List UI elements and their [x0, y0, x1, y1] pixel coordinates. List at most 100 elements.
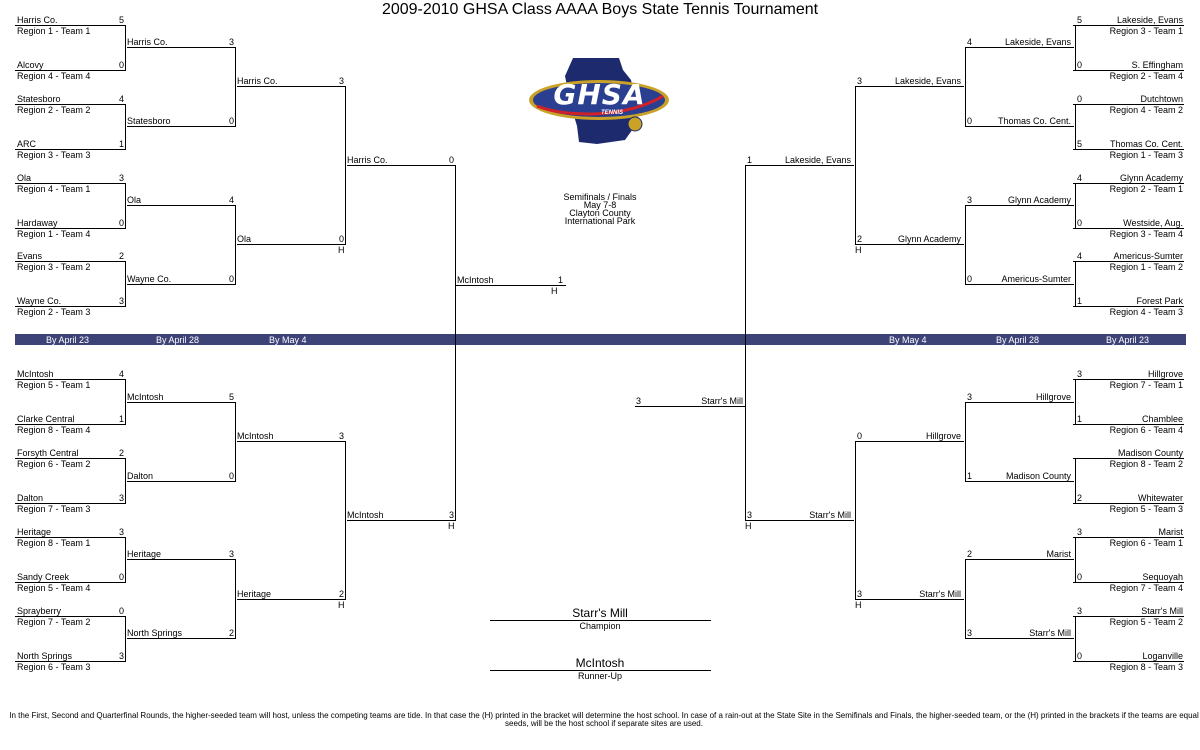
team-line	[1073, 582, 1184, 583]
team-line	[127, 126, 236, 127]
left-top-r1-score: 0	[118, 60, 124, 70]
right-bottom-r1-seed: Region 8 - Team 2	[1109, 459, 1183, 469]
left-top-r2-score: 0	[228, 116, 234, 126]
team-line	[237, 441, 346, 442]
left-top-r1-seed: Region 4 - Team 1	[17, 184, 91, 194]
host-marker: H	[855, 600, 862, 610]
right-bottom-r1-score: 0	[1077, 651, 1083, 661]
team-line	[127, 284, 236, 285]
right-top-r1-seed: Region 3 - Team 4	[1109, 229, 1183, 239]
left-bottom-r2-team: Dalton	[127, 471, 154, 481]
team-line	[965, 47, 1074, 48]
right-top-r1-team: Dutchtown	[1140, 94, 1183, 104]
left-top-r3-score: 3	[338, 76, 344, 86]
champion-name: Starr's Mill	[572, 606, 628, 620]
left-top-r1-seed: Region 4 - Team 4	[17, 71, 91, 81]
left-top-r2-team: Harris Co.	[127, 37, 168, 47]
team-line	[15, 379, 126, 380]
left-bottom-r3-score: 3	[338, 431, 344, 441]
final-line	[635, 406, 746, 407]
left-bottom-r1-seed: Region 5 - Team 1	[17, 380, 91, 390]
host-marker: H	[745, 521, 752, 531]
team-line	[15, 25, 126, 26]
right-bottom-r1-team: Loganville	[1142, 651, 1183, 661]
team-line	[855, 441, 964, 442]
left-top-r1-team: Wayne Co.	[17, 296, 62, 306]
bracket-line	[1075, 183, 1076, 229]
left-top-r1-team: ARC	[17, 139, 37, 149]
left-top-sf-team: Harris Co.	[347, 155, 388, 165]
bracket-line	[965, 402, 966, 482]
footnote: In the First, Second and Quarterfinal Ro…	[9, 711, 1199, 728]
bracket-line	[125, 458, 126, 504]
left-top-r1-team: Statesboro	[17, 94, 61, 104]
left-top-r2-team: Ola	[127, 195, 142, 205]
team-line	[15, 70, 126, 71]
site-line-1: Semifinals / Finals	[563, 192, 637, 202]
right-top-r2-team: Lakeside, Evans	[1004, 37, 1071, 47]
bracket-line	[235, 559, 236, 639]
right-top-r1-team: Americus-Sumter	[1113, 251, 1183, 261]
right-top-r1-score: 0	[1077, 60, 1083, 70]
right-bottom-r2-score: 1	[967, 471, 973, 481]
team-line	[965, 481, 1074, 482]
right-top-r1-seed: Region 1 - Team 3	[1109, 150, 1183, 160]
left-bottom-r1-score: 0	[118, 606, 124, 616]
band-left-r3: By May 4	[269, 334, 307, 345]
left-bottom-r2-team: North Springs	[127, 628, 183, 638]
team-line	[15, 261, 126, 262]
band-left-r1: By April 23	[46, 334, 90, 345]
right-top-r2-team: Thomas Co. Cent.	[997, 116, 1071, 126]
logo-subtext: TENNIS	[600, 110, 623, 116]
logo-text: GHSA	[553, 78, 646, 111]
left-top-r2-score: 3	[228, 37, 234, 47]
right-bottom-r2-score: 3	[967, 628, 973, 638]
left-bottom-r1-score: 3	[118, 651, 124, 661]
right-bottom-r1-team: Madison County	[1117, 448, 1183, 458]
band-left-r2: By April 28	[156, 334, 200, 345]
host-marker: H	[338, 245, 345, 255]
team-line	[1073, 70, 1184, 71]
final-right-team: Starr's Mill	[701, 396, 743, 406]
team-line	[965, 638, 1074, 639]
left-top-r1-team: Evans	[17, 251, 43, 261]
right-top-r2-team: Americus-Sumter	[1001, 274, 1071, 284]
left-bottom-r1-team: Dalton	[17, 493, 44, 503]
left-bottom-r1-team: Clarke Central	[17, 414, 75, 424]
left-top-r1-team: Ola	[17, 173, 32, 183]
left-bottom-r1-seed: Region 5 - Team 4	[17, 583, 91, 593]
team-line	[15, 582, 126, 583]
team-line	[1073, 228, 1184, 229]
left-bottom-r1-team: Forsyth Central	[17, 448, 79, 458]
bracket-line	[1075, 537, 1076, 583]
right-bottom-r2-team: Madison County	[1005, 471, 1071, 481]
right-bottom-sf-score: 3	[747, 510, 753, 520]
right-top-r1-score: 1	[1077, 296, 1083, 306]
right-top-sf-score: 1	[747, 155, 753, 165]
right-bottom-r1-seed: Region 5 - Team 3	[1109, 504, 1183, 514]
left-top-r1-seed: Region 2 - Team 3	[17, 307, 91, 317]
left-bottom-r1-score: 4	[118, 369, 124, 379]
right-top-r2-score: 3	[967, 195, 973, 205]
bracket-line	[855, 441, 856, 600]
bracket-line	[235, 205, 236, 285]
team-line	[855, 244, 964, 245]
host-marker: H	[551, 286, 558, 296]
team-line	[127, 402, 236, 403]
team-line	[855, 86, 964, 87]
left-top-r1-seed: Region 1 - Team 1	[17, 26, 91, 36]
right-top-r1-score: 0	[1077, 218, 1083, 228]
left-top-r1-seed: Region 1 - Team 4	[17, 229, 91, 239]
right-top-sf-team: Lakeside, Evans	[784, 155, 851, 165]
bracket-line	[345, 86, 346, 245]
team-line	[127, 481, 236, 482]
bracket-line	[125, 104, 126, 150]
right-top-r3-score: 2	[857, 234, 863, 244]
team-line	[127, 638, 236, 639]
right-bottom-r1-score: 1	[1077, 414, 1083, 424]
right-bottom-r3-score: 3	[857, 589, 863, 599]
left-top-r1-score: 0	[118, 218, 124, 228]
band-right-r1: By April 23	[1106, 334, 1150, 345]
final-left-team: McIntosh	[457, 275, 494, 285]
champion-label: Champion	[579, 621, 621, 631]
